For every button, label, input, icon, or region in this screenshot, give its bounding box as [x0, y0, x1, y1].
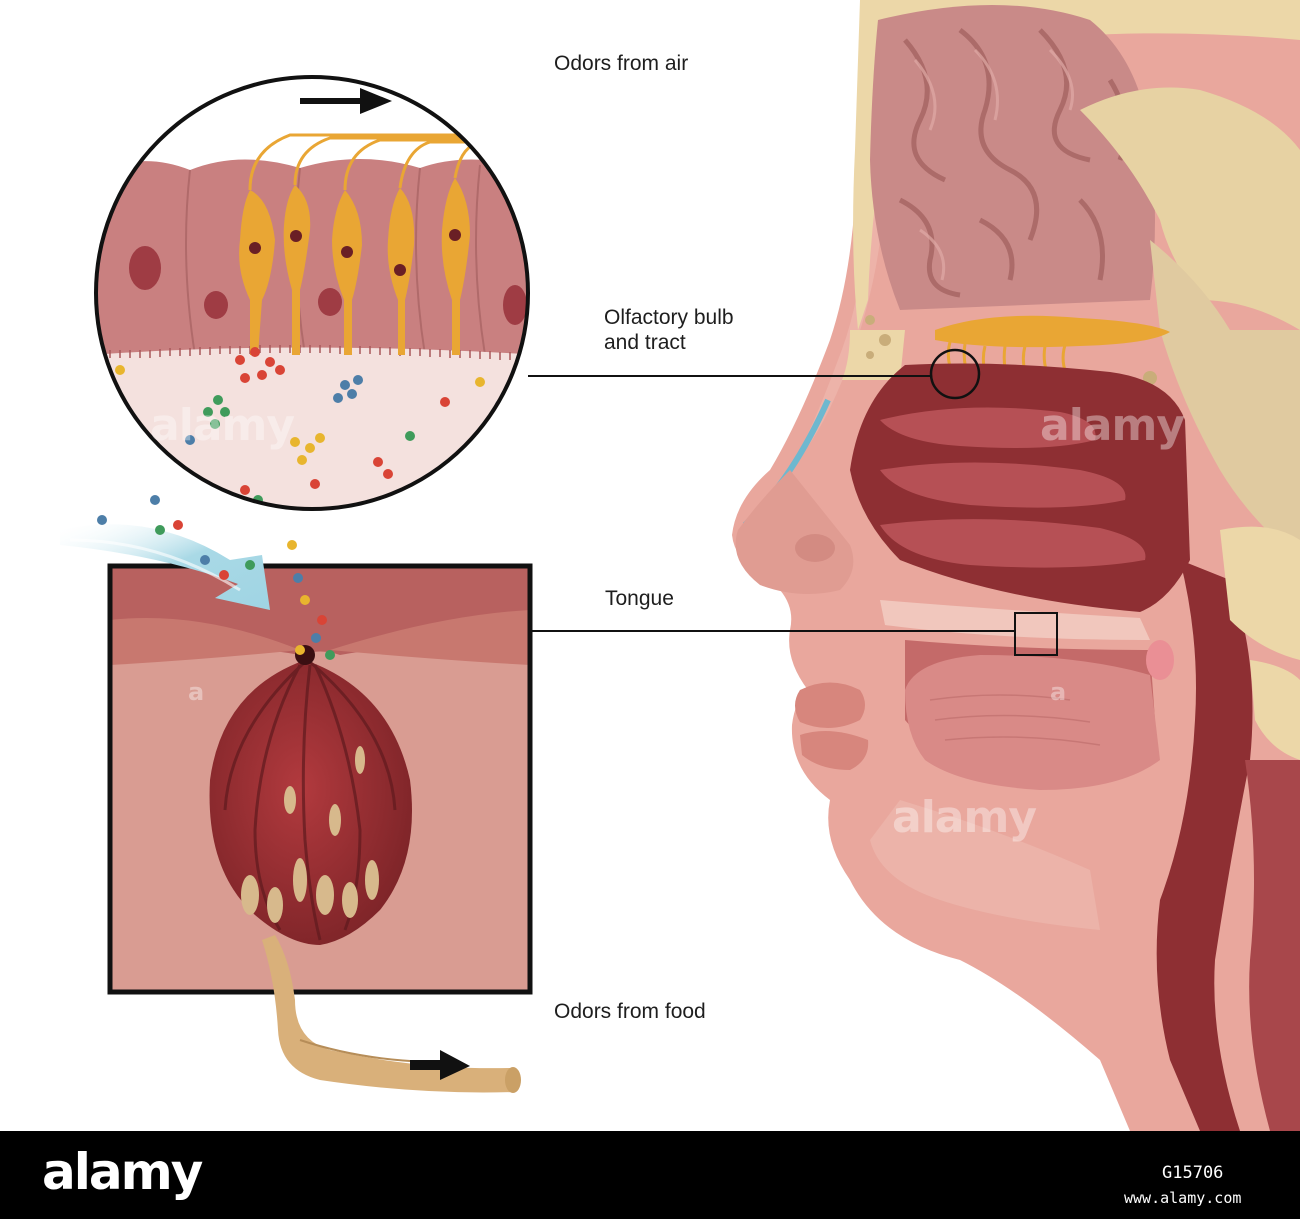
turbinate-upper [880, 407, 1096, 448]
air-stream [60, 495, 303, 610]
olfactory-marker-circle [929, 348, 981, 400]
inner-skull [1080, 87, 1300, 330]
head-section [732, 0, 1300, 1131]
label-tongue: Tongue [605, 587, 674, 610]
image-id: G15706 [1162, 1163, 1224, 1183]
watermark: alamy [1040, 400, 1185, 451]
watermark-letter: a [628, 678, 645, 706]
label-olfactory-bulb: Olfactory bulb [604, 306, 734, 329]
watermark-letter: a [188, 678, 205, 706]
watermark-letter: a [188, 1078, 205, 1106]
nose [735, 470, 854, 594]
taste-bud-view [107, 563, 533, 1093]
watermark: alamy [892, 792, 1037, 843]
olfactory-epithelium [96, 159, 528, 355]
pharynx [1156, 560, 1253, 1131]
nerve-arrow [410, 1050, 470, 1080]
air-flow-arrow [300, 88, 392, 114]
lips [795, 682, 865, 729]
brand-logo: alamy [42, 1143, 203, 1201]
turbinate-lower [880, 519, 1146, 568]
watermark-letter: a [628, 1078, 645, 1106]
label-and-tract: and tract [604, 331, 686, 354]
olfactory-magnified-view [94, 75, 530, 511]
brain [870, 5, 1155, 310]
watermark-letter: a [1050, 678, 1067, 706]
anatomy-illustration [60, 0, 1300, 1131]
tongue [905, 655, 1160, 790]
label-odors-from-air: Odors from air [554, 52, 689, 75]
olfactory-bulb [935, 315, 1170, 348]
label-odors-from-food: Odors from food [554, 1000, 706, 1023]
taste-nerve [262, 935, 515, 1093]
footer-bar: alamy G15706 www.alamy.com [0, 1131, 1300, 1219]
turbinate-middle [880, 462, 1126, 508]
site-url: www.alamy.com [1124, 1189, 1242, 1207]
watermark: alamy [150, 400, 295, 451]
tongue-marker-square [1014, 612, 1058, 656]
watermark-letter: a [1050, 1078, 1067, 1106]
